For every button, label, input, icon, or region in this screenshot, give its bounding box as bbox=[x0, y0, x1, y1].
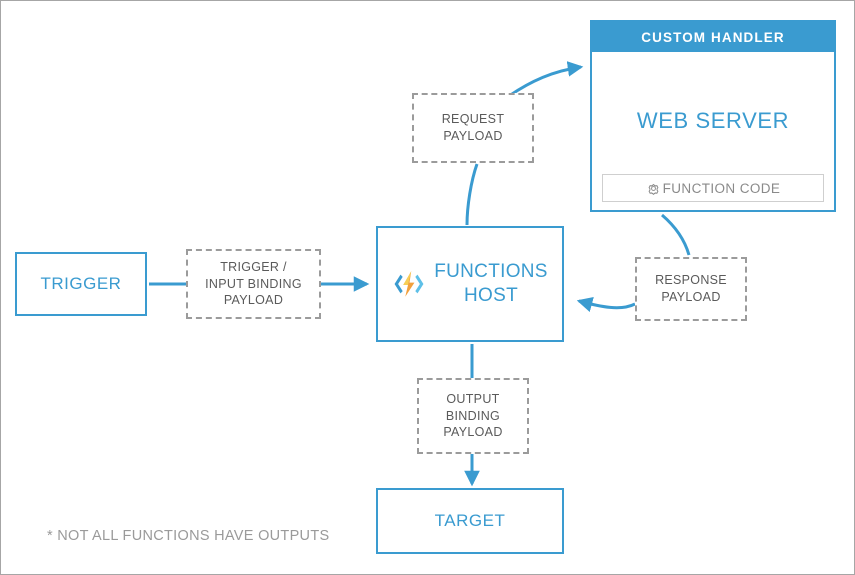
function-code-button[interactable]: FUNCTION CODE bbox=[602, 174, 824, 202]
response-payload-line1: RESPONSE bbox=[655, 273, 727, 288]
custom-handler-panel[interactable]: CUSTOM HANDLER WEB SERVER FUNCTION CODE bbox=[590, 20, 836, 212]
output-payload-line2: BINDING bbox=[445, 408, 501, 423]
target-node[interactable]: TARGET bbox=[376, 488, 564, 554]
footnote: * NOT ALL FUNCTIONS HAVE OUTPUTS bbox=[47, 528, 330, 544]
response-payload-label: RESPONSE PAYLOAD bbox=[635, 257, 747, 321]
gear-icon bbox=[646, 181, 661, 196]
functions-host-label-line2: HOST bbox=[464, 285, 518, 306]
trigger-payload-line3: PAYLOAD bbox=[223, 293, 284, 308]
functions-host-node[interactable]: FUNCTIONS HOST bbox=[376, 226, 564, 342]
functions-host-label-line1: FUNCTIONS bbox=[434, 261, 548, 283]
azure-functions-logo-icon bbox=[392, 267, 426, 301]
custom-handler-header: CUSTOM HANDLER bbox=[592, 22, 834, 52]
functions-host-label: FUNCTIONS HOST bbox=[434, 260, 548, 308]
output-payload-line1: OUTPUT bbox=[446, 391, 500, 406]
web-server-label: WEB SERVER bbox=[636, 108, 790, 133]
trigger-label: TRIGGER bbox=[40, 274, 122, 293]
custom-handler-body: WEB SERVER FUNCTION CODE bbox=[592, 52, 834, 210]
response-payload-line2: PAYLOAD bbox=[661, 290, 721, 304]
trigger-node[interactable]: TRIGGER bbox=[15, 252, 147, 316]
function-code-label: FUNCTION CODE bbox=[662, 180, 781, 196]
output-binding-payload-label: OUTPUT BINDING PAYLOAD bbox=[417, 378, 529, 454]
output-payload-line3: PAYLOAD bbox=[443, 425, 503, 440]
trigger-payload-line2: INPUT BINDING bbox=[205, 276, 302, 291]
request-payload-label: REQUEST PAYLOAD bbox=[412, 93, 534, 163]
trigger-payload-line1: TRIGGER / bbox=[220, 259, 287, 274]
request-payload-line1: REQUEST bbox=[441, 112, 505, 127]
trigger-input-binding-payload-label: TRIGGER / INPUT BINDING PAYLOAD bbox=[186, 249, 321, 319]
request-payload-line2: PAYLOAD bbox=[443, 129, 503, 143]
target-label: TARGET bbox=[434, 511, 506, 530]
